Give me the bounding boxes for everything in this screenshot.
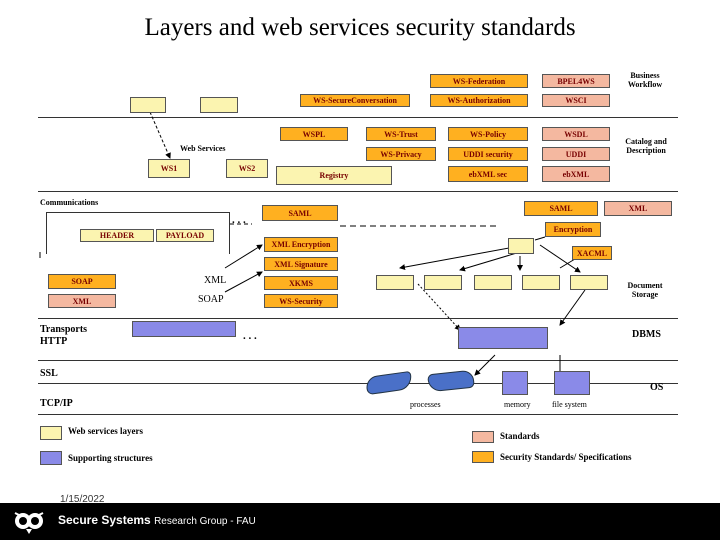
xml-plain-label: XML: [204, 275, 227, 286]
layer-divider: [38, 318, 678, 319]
legend-swatch-security-standards: [472, 451, 494, 463]
wsdl-box: WSDL: [542, 127, 610, 141]
ws-layer-box: [508, 238, 534, 254]
xacml-box: XACML: [572, 246, 612, 260]
wspl-box: WSPL: [280, 127, 348, 141]
footer-brand-rest: Research Group - FAU: [154, 516, 256, 527]
document-box: [424, 275, 462, 290]
dbms-bar: [458, 327, 548, 349]
layer-label-business: Business Workflow: [627, 71, 663, 89]
document-box: [376, 275, 414, 290]
ws-secure-conversation-box: WS-SecureConversation: [300, 94, 410, 107]
ws-trust-box: WS-Trust: [366, 127, 436, 141]
ellipsis-label: . . .: [243, 330, 257, 342]
bpel4ws-box: BPEL4WS: [542, 74, 610, 88]
ws-layer-box: [200, 97, 238, 113]
document-box: [474, 275, 512, 290]
ebxml-box: ebXML: [542, 166, 610, 182]
ebxml-sec-box: ebXML sec: [448, 166, 528, 182]
legend-label-standards: Standards: [500, 431, 540, 441]
page-title: Layers and web services security standar…: [144, 14, 576, 41]
layer-label-http: HTTP: [40, 336, 68, 347]
file-system-box: [554, 371, 590, 395]
ws2-box: WS2: [226, 159, 268, 178]
layer-label-dbms: DBMS: [632, 329, 661, 340]
wsci-box: WSCI: [542, 94, 610, 107]
layer-divider: [38, 117, 678, 118]
header-box: HEADER: [80, 229, 154, 242]
document-box: [570, 275, 608, 290]
legend-label-security-standards: Security Standards/ Specifications: [500, 452, 632, 462]
xml-encryption-box: XML Encryption: [264, 237, 338, 252]
ws-authorization-box: WS-Authorization: [430, 94, 528, 107]
memory-label: memory: [504, 400, 531, 409]
layer-label-document: Document Storage: [627, 281, 663, 299]
encryption-box: Encryption: [545, 222, 601, 237]
legend-swatch-standards: [472, 431, 494, 443]
processes-label: processes: [410, 400, 441, 409]
legend-swatch-web-services-layers: [40, 426, 62, 440]
ws1-box: WS1: [148, 159, 190, 178]
ws-privacy-box: WS-Privacy: [366, 147, 436, 161]
web-services-label: Web Services: [180, 144, 226, 153]
layer-label-os: OS: [650, 382, 664, 393]
legend-label-supporting-structures: Supporting structures: [68, 453, 153, 463]
footer-brand-name: Secure Systems: [58, 513, 151, 527]
xml-signature-box: XML Signature: [264, 257, 338, 271]
file-system-label: file system: [552, 400, 587, 409]
soap-box: SOAP: [48, 274, 116, 289]
document-box: [522, 275, 560, 290]
soap-plain-label: SOAP: [198, 294, 224, 305]
legend-label-web-services-layers: Web services layers: [68, 426, 143, 436]
owl-logo-icon: [14, 512, 44, 534]
ws-layer-box: [130, 97, 166, 113]
uddi-box: UDDI: [542, 147, 610, 161]
xkms-box: XKMS: [264, 276, 338, 290]
ellipsis-label: . . .: [232, 214, 246, 226]
registry-box: Registry: [276, 166, 392, 185]
layer-label-tcpip: TCP/IP: [40, 398, 73, 409]
layer-label-communications: Communications: [40, 198, 99, 207]
layer-label-ssl: SSL: [40, 368, 58, 379]
footer-date: 1/15/2022: [60, 494, 105, 505]
transport-bar: [132, 321, 236, 337]
saml-left-box: SAML: [262, 205, 338, 221]
footer-bar: [0, 503, 720, 540]
legend-swatch-supporting-structures: [40, 451, 62, 465]
payload-box: PAYLOAD: [156, 229, 214, 242]
ws-policy-box: WS-Policy: [448, 127, 528, 141]
layer-divider: [38, 414, 678, 415]
layer-label-transports: Transports: [40, 324, 88, 335]
layer-divider: [38, 191, 678, 192]
ws-federation-box: WS-Federation: [430, 74, 528, 88]
footer-brand: Secure Systems Research Group - FAU: [58, 513, 256, 527]
uddi-security-box: UDDI security: [448, 147, 528, 161]
layer-divider: [38, 360, 678, 361]
soap-envelope-outline: [46, 212, 230, 254]
xml-right-box: XML: [604, 201, 672, 216]
layer-label-catalog: Catalog and Description: [625, 137, 667, 155]
memory-box: [502, 371, 528, 395]
saml-right-box: SAML: [524, 201, 598, 216]
ws-security-box: WS-Security: [264, 294, 338, 308]
layer-divider: [38, 383, 678, 384]
xml-box: XML: [48, 294, 116, 308]
